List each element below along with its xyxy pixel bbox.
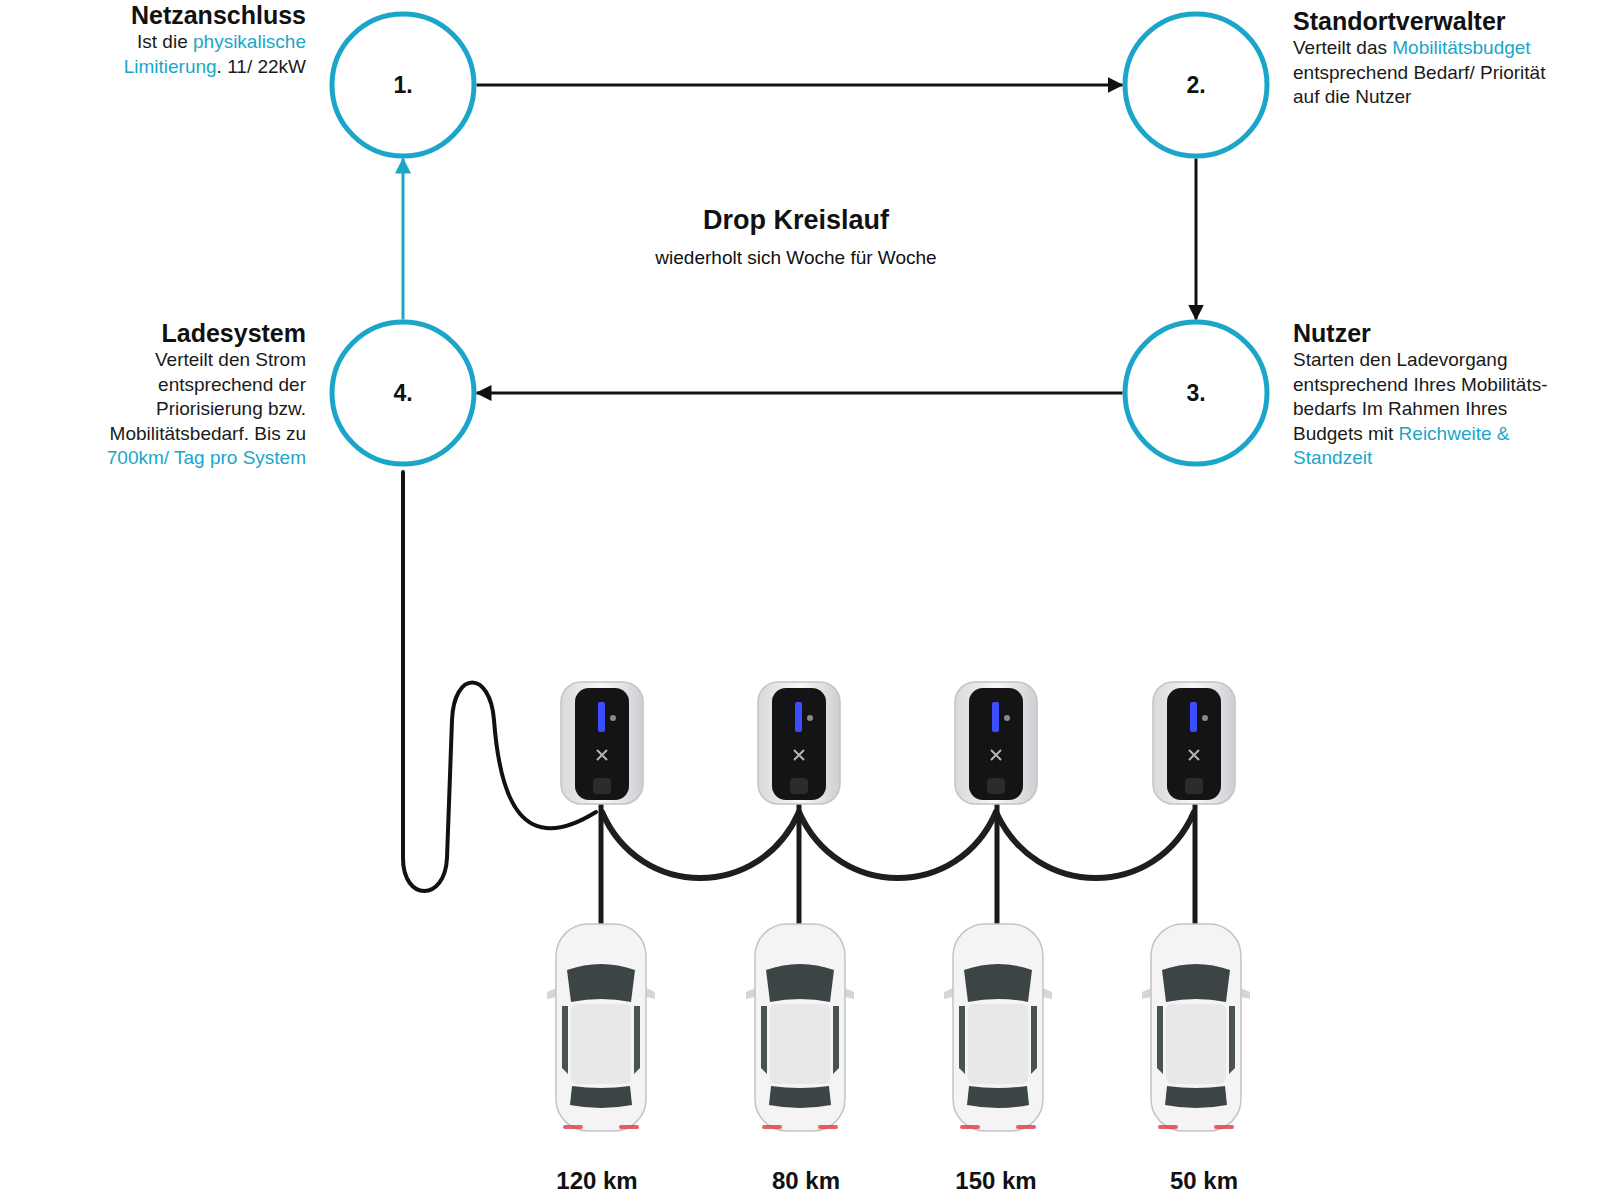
- plain-text: . 11/ 22kW: [217, 56, 306, 77]
- link-cable: [602, 812, 799, 878]
- charging-cable: [797, 800, 802, 928]
- step-circle: LadesystemVerteilt den Strom entsprechen…: [328, 318, 478, 468]
- wallbox: [758, 682, 840, 804]
- step-heading: Netzanschluss: [96, 0, 306, 30]
- step-number: 2.: [1121, 10, 1271, 160]
- step-body: Verteilt den Strom entsprechend der Prio…: [106, 348, 306, 471]
- range-label: 120 km: [522, 1166, 672, 1195]
- charging-cable: [995, 800, 1000, 928]
- diagram-title: Drop Kreislauf: [536, 204, 1056, 236]
- step-number: 3.: [1121, 318, 1271, 468]
- step-number: 1.: [328, 10, 478, 160]
- plain-text: Verteilt den Strom entsprechend der Prio…: [110, 349, 306, 444]
- charging-cable: [1193, 800, 1198, 928]
- plain-text: Ist die: [137, 31, 193, 52]
- step-description: NetzanschlussIst die physikalische Limit…: [96, 0, 306, 79]
- charging-cable: [599, 800, 604, 928]
- step-heading: Ladesystem: [106, 318, 306, 348]
- step-heading: Nutzer: [1293, 318, 1557, 348]
- subtitle: wiederholt sich Woche für Woche: [536, 246, 1056, 270]
- wallbox: [955, 682, 1037, 804]
- wallbox: [1153, 682, 1235, 804]
- step-circle: NutzerStarten den Ladevorgang entspreche…: [1121, 318, 1271, 468]
- flow-arrow: [477, 84, 1123, 87]
- step-body: Verteilt das Mobilitätsbudget entspreche…: [1293, 36, 1557, 110]
- step-circle: StandortverwalterVerteilt das Mobilitäts…: [1121, 10, 1271, 160]
- highlight-text: Mobilitätsbudget: [1392, 37, 1530, 58]
- flow-arrow: [1195, 159, 1198, 320]
- plain-text: entsprechend Bedarf/ Priorität auf die N…: [1293, 62, 1545, 108]
- step-body: Starten den Ladevorgang entsprechend Ihr…: [1293, 348, 1557, 471]
- car: [547, 924, 655, 1131]
- range-label: 80 km: [731, 1166, 881, 1195]
- range-label: 150 km: [921, 1166, 1071, 1195]
- car: [746, 924, 854, 1131]
- step-heading: Standortverwalter: [1293, 6, 1557, 36]
- supply-cable: [403, 472, 596, 891]
- wallbox: [561, 682, 643, 804]
- step-body: Ist die physikalische Limitierung. 11/ 2…: [96, 30, 306, 79]
- plain-text: Verteilt das: [1293, 37, 1392, 58]
- highlight-text: 700km/ Tag pro System: [107, 447, 306, 468]
- link-cable: [799, 812, 996, 878]
- step-description: LadesystemVerteilt den Strom entsprechen…: [106, 318, 306, 471]
- flow-arrow: [402, 159, 405, 320]
- step-circle: NetzanschlussIst die physikalische Limit…: [328, 10, 478, 160]
- link-cable: [996, 812, 1194, 878]
- car: [944, 924, 1052, 1131]
- range-label: 50 km: [1129, 1166, 1279, 1195]
- step-description: StandortverwalterVerteilt das Mobilitäts…: [1293, 6, 1557, 110]
- step-number: 4.: [328, 318, 478, 468]
- car: [1142, 924, 1250, 1131]
- flow-arrow: [477, 392, 1123, 395]
- step-description: NutzerStarten den Ladevorgang entspreche…: [1293, 318, 1557, 471]
